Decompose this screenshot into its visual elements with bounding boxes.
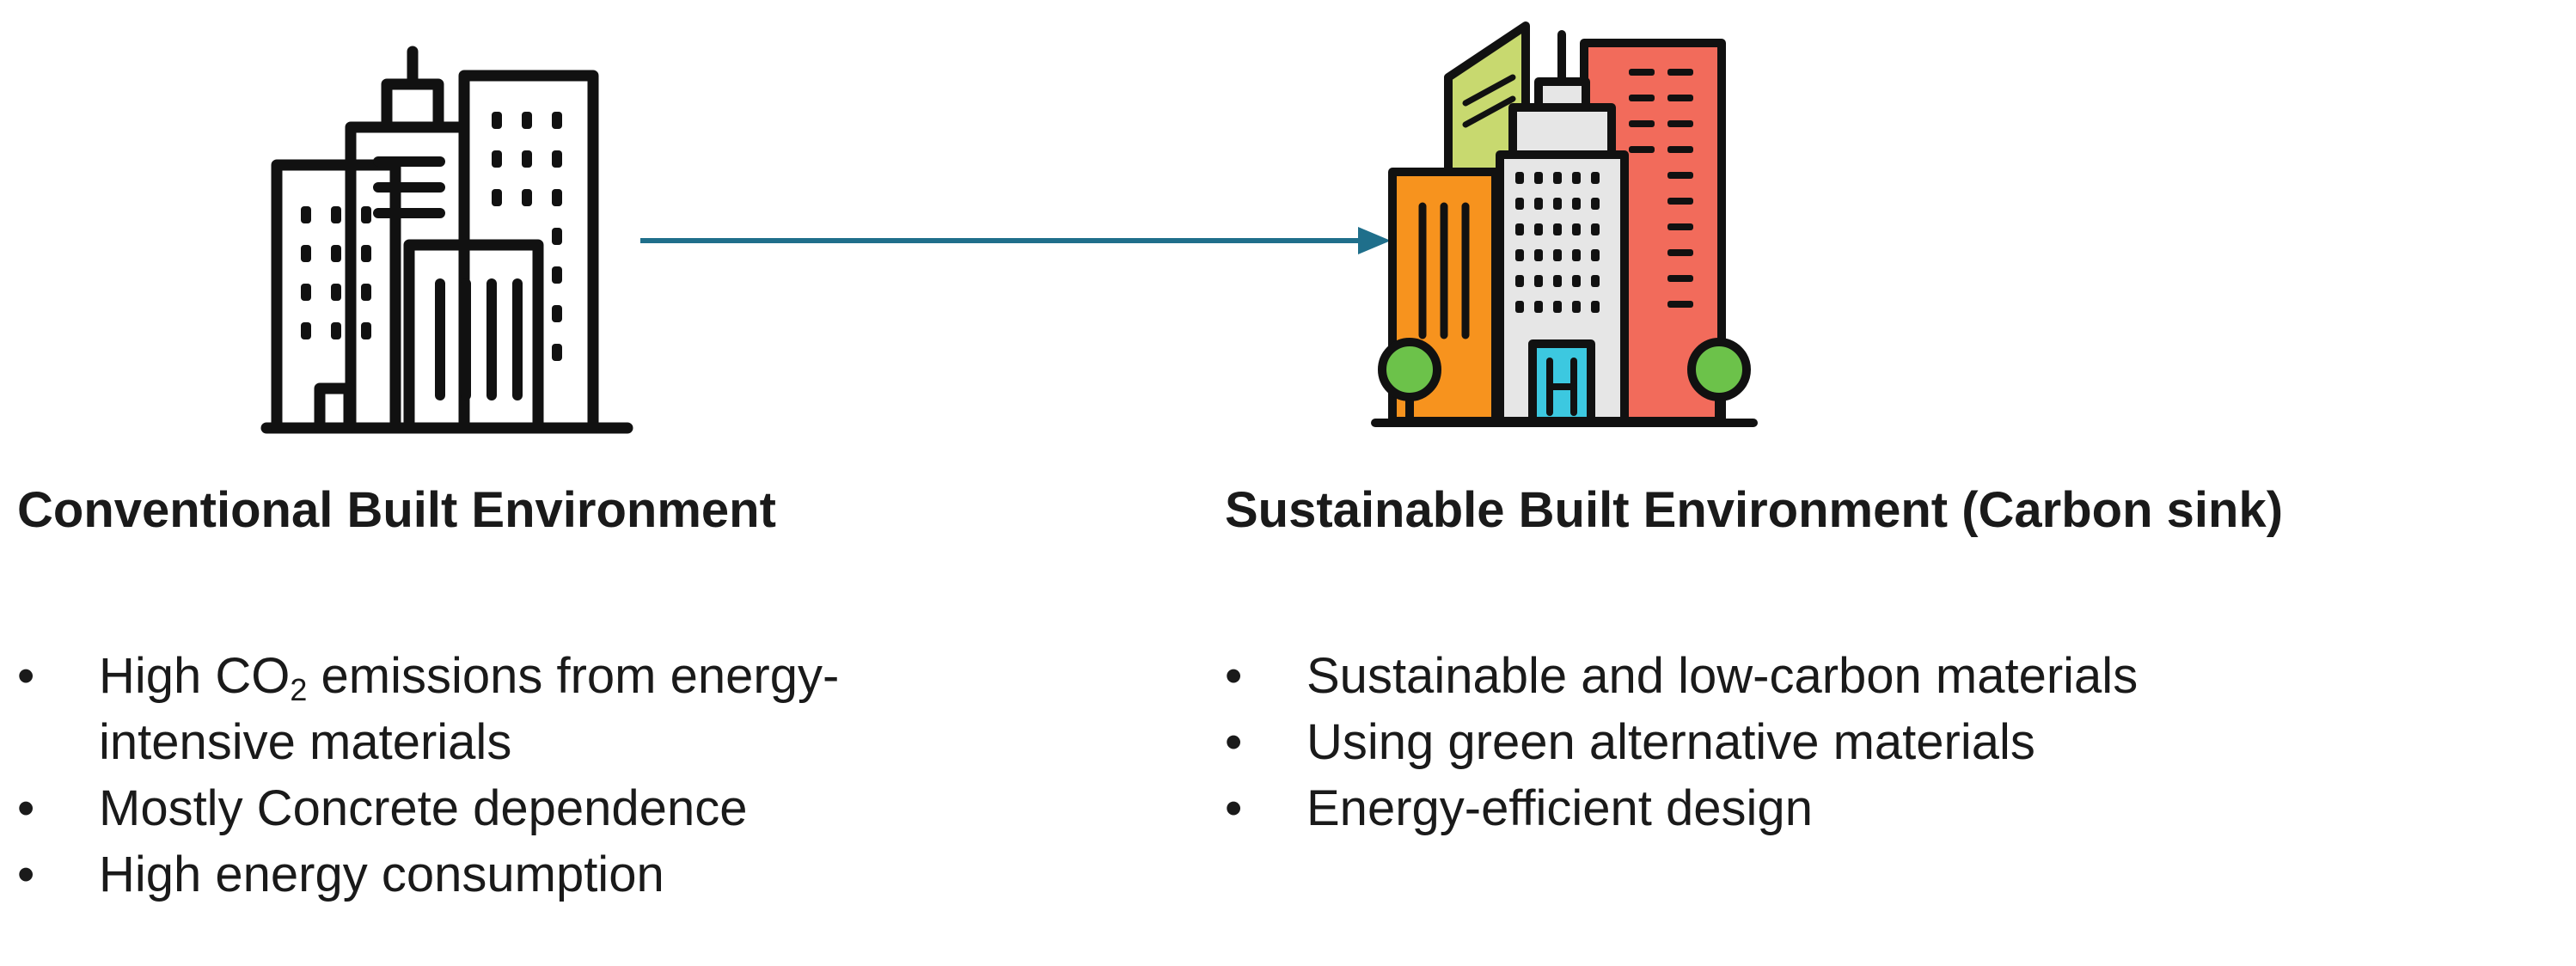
bullet-text: Sustainable and low-carbon materials [1306, 648, 2139, 704]
bullet-text: Energy-efficient design [1306, 780, 1813, 836]
sustainable-heading: Sustainable Built Environment (Carbon si… [1225, 482, 2284, 538]
bullet-dot: • [1225, 714, 1243, 770]
sustainable-city-buildings-icon [1371, 21, 1758, 427]
list-item: • Using green alternative materials [1225, 709, 2548, 775]
bullet-text: Using green alternative materials [1306, 714, 2035, 770]
list-item: • High energy consumption [17, 841, 1135, 908]
transition-arrow [640, 227, 1391, 254]
list-item: • Mostly Concrete dependence [17, 775, 1135, 841]
bullet-dot: • [1225, 780, 1243, 836]
sustainable-bullet-list: • Sustainable and low-carbon materials •… [1225, 643, 2548, 841]
bullet-text: Mostly Concrete dependence [99, 780, 748, 836]
bullet-dot: • [17, 780, 35, 836]
list-item: • Energy-efficient design [1225, 775, 2548, 841]
conventional-bullet-list: • High CO2 emissions from energy-intensi… [17, 643, 1135, 908]
conventional-city-buildings-icon [260, 46, 633, 434]
bullet-dot: • [1225, 648, 1243, 704]
list-item: • High CO2 emissions from energy-intensi… [17, 643, 1135, 775]
bullet-text-co2: High CO2 emissions from energy-intensive… [99, 648, 840, 770]
bullet-dot: • [17, 847, 35, 902]
bullet-text: High energy consumption [99, 847, 664, 902]
bullet-dot: • [17, 648, 35, 704]
list-item: • Sustainable and low-carbon materials [1225, 643, 2548, 709]
conventional-heading: Conventional Built Environment [17, 482, 776, 538]
